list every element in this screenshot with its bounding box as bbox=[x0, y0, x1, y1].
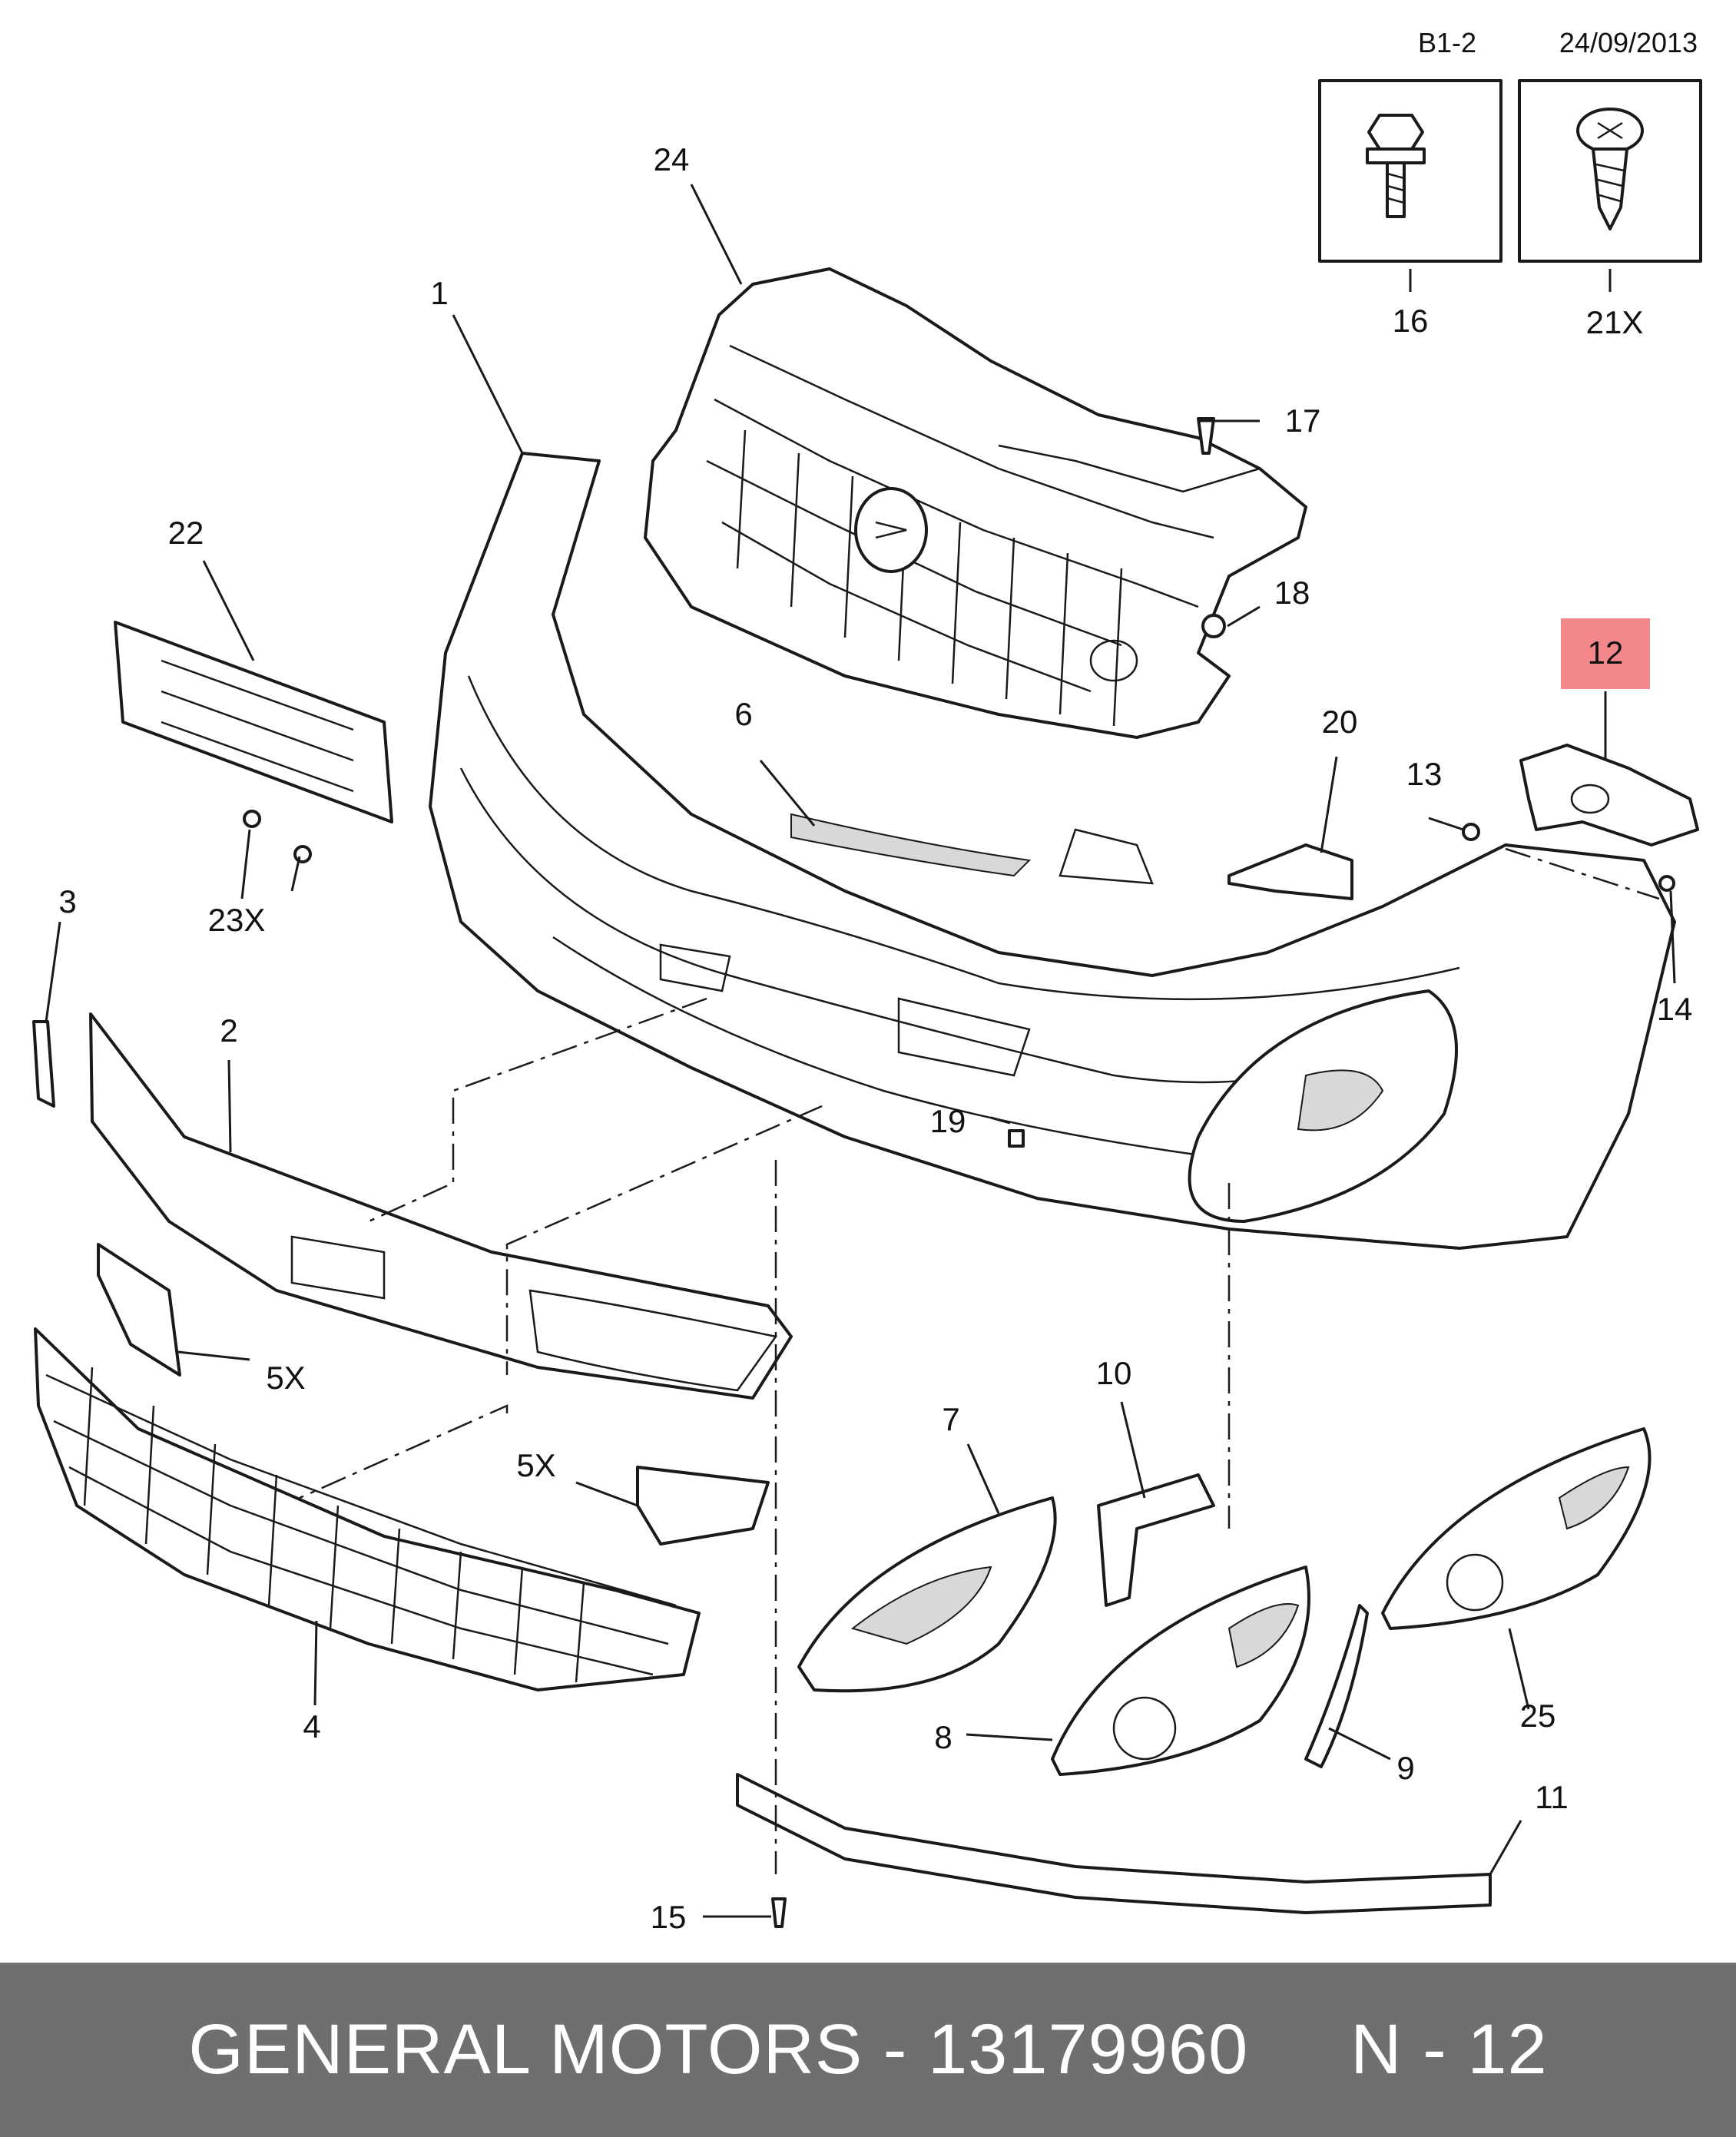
callout-13: 13 bbox=[1406, 756, 1443, 792]
fastener-box-16 bbox=[1318, 79, 1502, 263]
callout-18: 18 bbox=[1274, 575, 1310, 611]
callout-23x: 23X bbox=[208, 902, 266, 938]
callout-labels: 1 2 3 4 5X 5X 6 7 8 9 10 11 12 13 14 15 … bbox=[58, 141, 1692, 1935]
leader-lines bbox=[45, 184, 1676, 1918]
bracket-20 bbox=[1227, 843, 1353, 900]
callout-24: 24 bbox=[654, 141, 690, 177]
callout-20: 20 bbox=[1322, 704, 1358, 740]
lower-bumper-2 bbox=[89, 1012, 793, 1400]
callout-15: 15 bbox=[651, 1899, 687, 1935]
assembly-line-c bbox=[299, 1404, 509, 1499]
fog-trim-7 bbox=[797, 1496, 1057, 1693]
callout-3: 3 bbox=[58, 883, 76, 919]
callout-17: 17 bbox=[1285, 403, 1321, 439]
callout-16: 16 bbox=[1393, 303, 1429, 339]
bracket-10 bbox=[1097, 1473, 1215, 1607]
side-trim-3 bbox=[32, 1020, 55, 1108]
callout-5x-left: 5X bbox=[266, 1360, 305, 1396]
fog-bezel-25 bbox=[1381, 1427, 1652, 1630]
callout-7: 7 bbox=[942, 1401, 959, 1437]
callout-10: 10 bbox=[1096, 1355, 1132, 1391]
diagram-code: B1-2 bbox=[1418, 27, 1476, 58]
highlight-box-12 bbox=[1561, 618, 1650, 689]
callout-6: 6 bbox=[734, 696, 752, 732]
assembly-line-b bbox=[505, 1105, 823, 1375]
fastener-18 bbox=[1201, 614, 1226, 638]
callout-22: 22 bbox=[168, 515, 204, 551]
callout-19: 19 bbox=[930, 1103, 966, 1139]
lower-strip-11 bbox=[736, 1773, 1492, 1914]
callout-4: 4 bbox=[303, 1708, 320, 1744]
upper-grille-24 bbox=[644, 267, 1307, 739]
footer-bar: GENERAL MOTORS - 13179960 N - 12 bbox=[0, 1963, 1736, 2137]
bracket-12 bbox=[1519, 744, 1699, 847]
fastener-13 bbox=[1462, 823, 1480, 841]
callout-1: 1 bbox=[430, 275, 448, 311]
trim-piece-5x-left bbox=[97, 1243, 181, 1377]
fastener-box-21x bbox=[1518, 79, 1702, 263]
bumper-cover-1 bbox=[429, 452, 1676, 1250]
lower-grille-4 bbox=[34, 1327, 701, 1691]
license-bracket-22 bbox=[114, 621, 393, 823]
fastener-23x bbox=[243, 810, 312, 863]
callout-25: 25 bbox=[1520, 1698, 1556, 1734]
grille-insert-6 bbox=[790, 813, 1032, 877]
callout-5x-right: 5X bbox=[516, 1447, 555, 1483]
assembly-line-f bbox=[1505, 847, 1660, 900]
callout-8: 8 bbox=[934, 1719, 952, 1755]
callout-12: 12 bbox=[1588, 634, 1624, 671]
fastener-19 bbox=[1008, 1129, 1025, 1148]
parts-exploded-diagram: B1-2 24/09/2013 bbox=[32, 27, 1702, 1935]
fastener-17 bbox=[1197, 417, 1215, 455]
fastener-15 bbox=[771, 1897, 787, 1928]
callout-14: 14 bbox=[1657, 991, 1693, 1027]
callout-11: 11 bbox=[1535, 1779, 1569, 1815]
trim-piece-5x-right bbox=[636, 1466, 770, 1546]
callout-21x: 21X bbox=[1586, 304, 1644, 340]
diagram-date: 24/09/2013 bbox=[1559, 27, 1698, 58]
footer-title: GENERAL MOTORS - 13179960 N - 12 bbox=[188, 2010, 1548, 2089]
callout-9: 9 bbox=[1396, 1750, 1414, 1786]
fog-bezel-8 bbox=[1051, 1565, 1310, 1776]
fastener-14 bbox=[1658, 875, 1675, 892]
callout-2: 2 bbox=[220, 1012, 237, 1049]
